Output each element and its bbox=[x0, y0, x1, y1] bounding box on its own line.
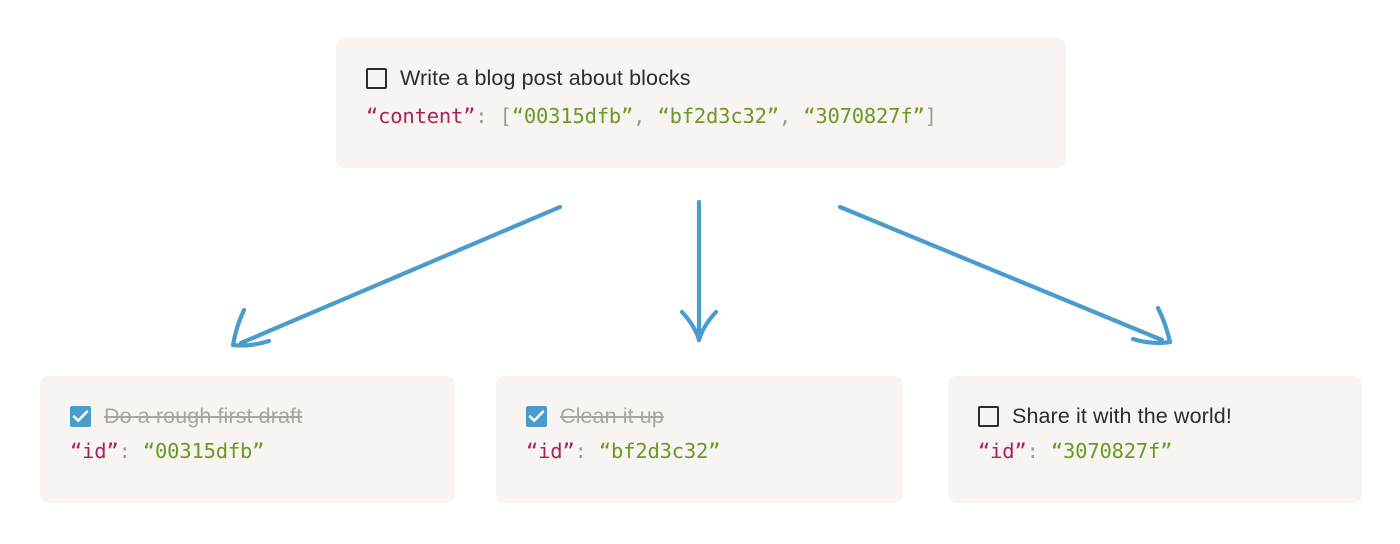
json-value: “00315dfb” bbox=[142, 439, 265, 463]
child-1-code-line: “id”: “00315dfb” bbox=[70, 439, 455, 463]
json-close-bracket: ] bbox=[924, 104, 937, 128]
json-colon: : bbox=[118, 439, 131, 463]
child-block-3-card[interactable]: Share it with the world! “id”: “3070827f… bbox=[948, 376, 1362, 503]
json-colon: : bbox=[1026, 439, 1039, 463]
json-separator-1: , bbox=[778, 104, 804, 128]
child-3-todo-row: Share it with the world! bbox=[978, 402, 1362, 430]
checkbox-unchecked-icon[interactable] bbox=[366, 67, 387, 89]
json-colon: : bbox=[574, 439, 587, 463]
checkbox-checked-icon[interactable] bbox=[70, 405, 91, 427]
json-separator-0: , bbox=[633, 104, 658, 128]
json-value: “3070827f” bbox=[1050, 439, 1173, 463]
parent-code-line: “content”: [“00315dfb”, “bf2d3c32”, “307… bbox=[366, 104, 1036, 128]
json-value-1: “bf2d3c32” bbox=[657, 104, 779, 128]
parent-todo-row: Write a blog post about blocks bbox=[366, 64, 1036, 92]
parent-todo-label: Write a blog post about blocks bbox=[400, 65, 691, 90]
json-colon: : bbox=[475, 104, 488, 128]
arrow-to-child-2 bbox=[679, 199, 719, 343]
checkbox-checked-icon[interactable] bbox=[526, 405, 547, 427]
json-value-0: “00315dfb” bbox=[511, 104, 634, 128]
child-2-todo-label: Clean it up bbox=[560, 403, 664, 428]
child-block-1-card[interactable]: Do a rough first draft “id”: “00315dfb” bbox=[40, 376, 455, 503]
arrow-to-child-1 bbox=[230, 204, 563, 348]
checkbox-unchecked-icon[interactable] bbox=[978, 405, 999, 427]
json-key: “id” bbox=[978, 439, 1027, 463]
child-1-todo-row: Do a rough first draft bbox=[70, 402, 455, 430]
parent-block-card[interactable]: Write a blog post about blocks “content”… bbox=[336, 38, 1066, 168]
json-key: “id” bbox=[526, 439, 575, 463]
json-value: “bf2d3c32” bbox=[598, 439, 721, 463]
json-key: “content” bbox=[366, 104, 476, 128]
child-2-todo-row: Clean it up bbox=[526, 402, 903, 430]
child-3-todo-label: Share it with the world! bbox=[1012, 403, 1232, 428]
child-1-todo-label: Do a rough first draft bbox=[104, 403, 303, 428]
json-key: “id” bbox=[70, 439, 119, 463]
check-glyph-icon bbox=[528, 409, 545, 422]
child-2-code-line: “id”: “bf2d3c32” bbox=[526, 439, 903, 463]
child-3-code-line: “id”: “3070827f” bbox=[978, 439, 1362, 463]
json-open-bracket: [ bbox=[499, 104, 512, 128]
child-block-2-card[interactable]: Clean it up “id”: “bf2d3c32” bbox=[496, 376, 903, 503]
json-value-2: “3070827f” bbox=[803, 104, 925, 128]
arrow-to-child-3 bbox=[837, 204, 1173, 346]
check-glyph-icon bbox=[72, 409, 89, 422]
